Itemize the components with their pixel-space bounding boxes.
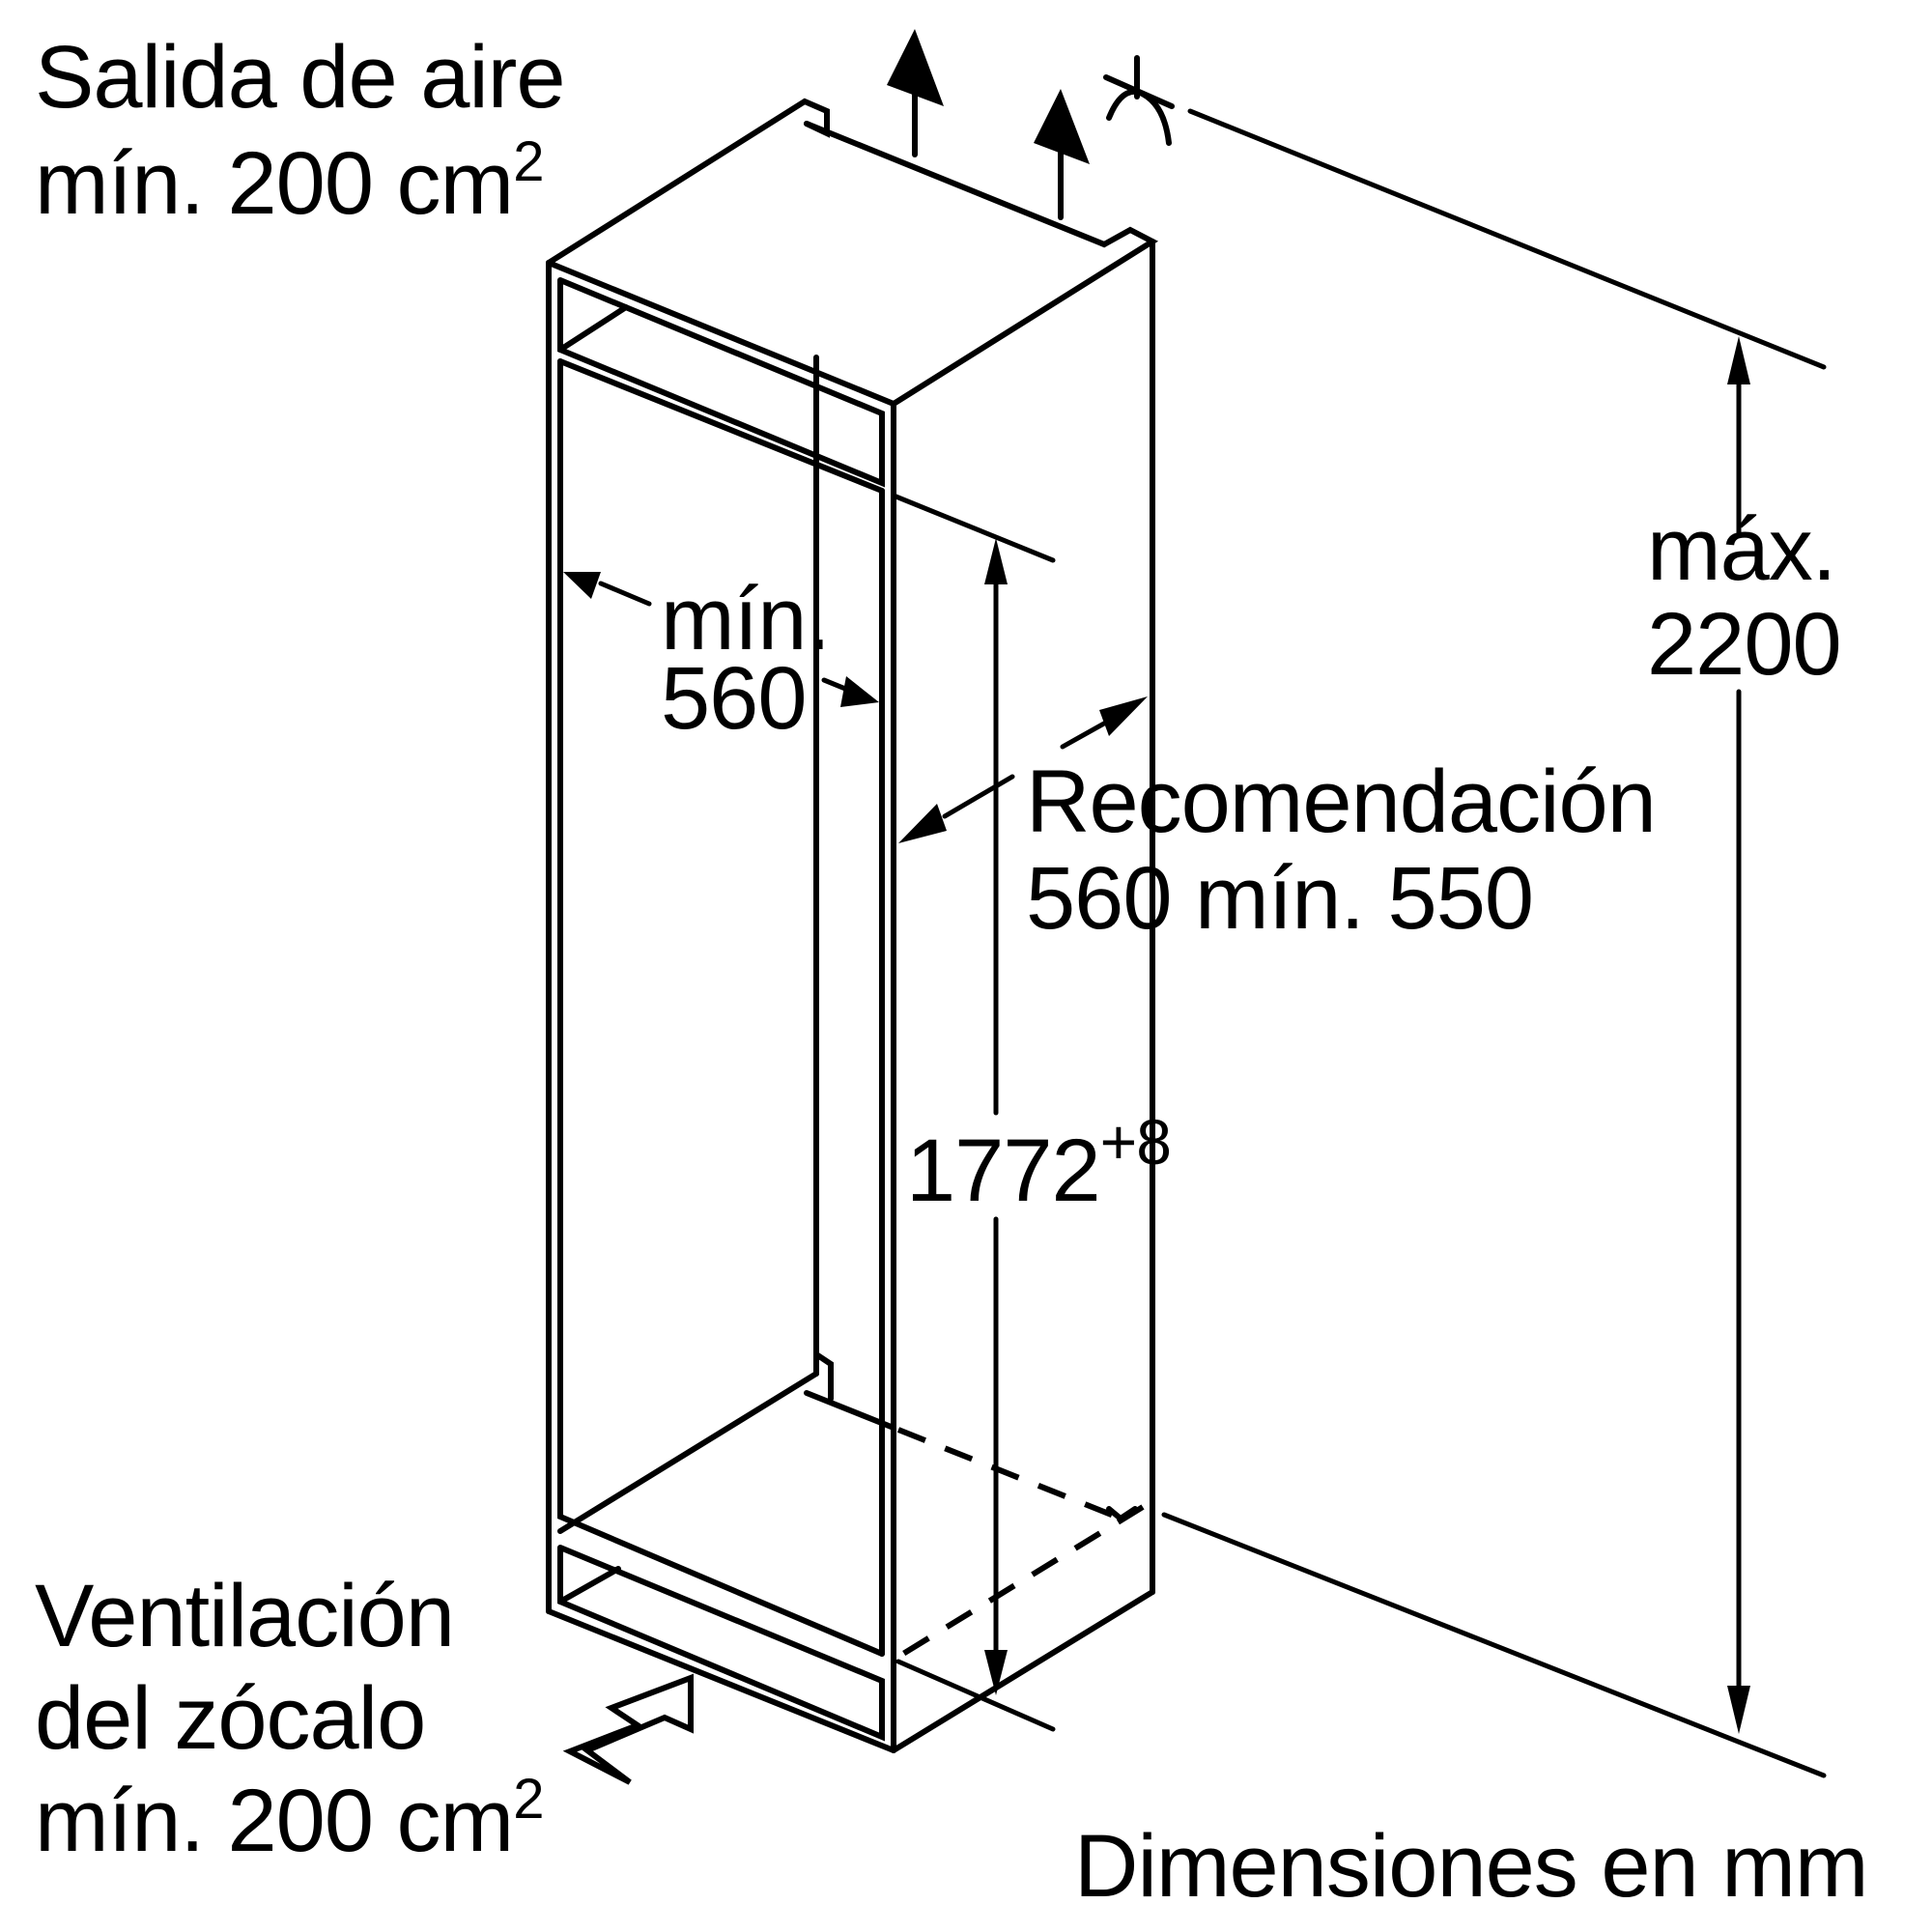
ceiling-height-label: máx. 2200 [1647,500,1842,694]
niche-width-value: 560 [661,649,807,748]
air-outlet-line2: mín. 200 cm2 [35,130,544,233]
units-note: Dimensiones en mm [1074,1817,1869,1916]
no-crossing-symbol-icon [1103,55,1175,146]
niche-height-tolerance: +8 [1099,1106,1172,1178]
upper-vent-opening [557,277,885,1657]
plinth-opening [557,355,896,1742]
depth-dimension [898,696,1155,1595]
niche-width-qualifier: mín. [661,570,831,668]
air-outlet-label: Salida de aire mín. 200 cm2 [35,27,566,245]
air-in-arrow-icon [562,1673,694,1785]
niche-height-label: 1772+8 [906,1106,1172,1229]
niche-height-value: 1772 [906,1122,1101,1220]
plinth-ventilation-label: Ventilación del zócalo mín. 200 cm2 [35,1565,544,1884]
ceiling-height-qualifier: máx. [1647,500,1836,599]
niche-depth-line1: Recomendación [1026,753,1657,851]
air-outlet-line1: Salida de aire [35,28,566,127]
niche-depth-label: Recomendación 560 mín. 550 [1026,753,1657,948]
width-dimension [563,572,879,707]
height-dimension [891,493,1056,1732]
cabinet-outline [546,98,1159,1753]
hidden-edges [896,1427,1145,1660]
plinth-ventilation-line2: del zócalo [35,1669,426,1768]
air-out-arrow-icon [1034,89,1090,220]
air-out-arrow-icon [887,29,944,157]
ceiling-height-value: 2200 [1647,595,1842,694]
plinth-ventilation-line1: Ventilación [35,1567,455,1665]
max-height-dimension [1161,108,1827,1778]
plinth-ventilation-line3: mín. 200 cm2 [35,1768,544,1870]
niche-depth-line2: 560 mín. 550 [1026,849,1534,948]
niche-width-label: mín. 560 [661,570,831,748]
